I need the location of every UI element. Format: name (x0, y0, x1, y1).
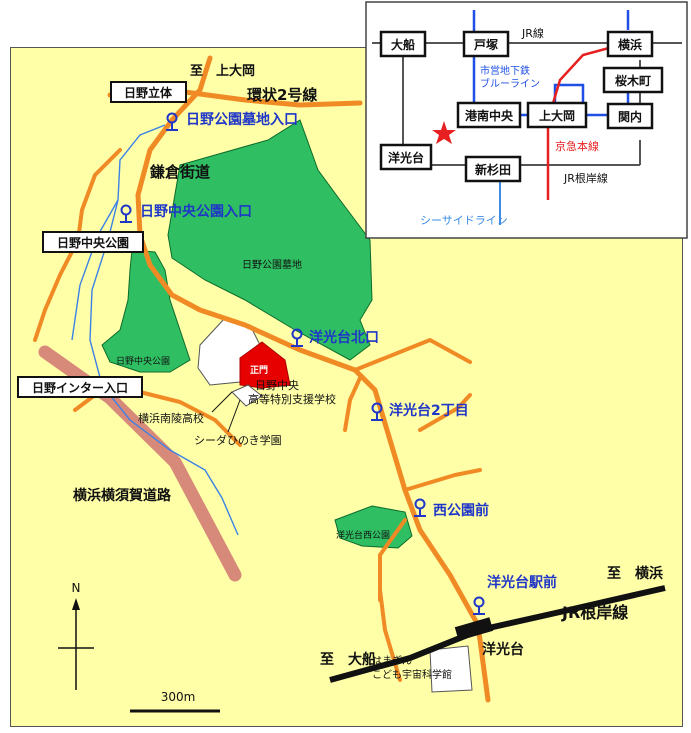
bus-stop-icon (473, 596, 485, 615)
school-location-star-icon (432, 121, 456, 144)
cedar-hinoki-label: シーダひのき学園 (194, 433, 282, 447)
yokodai-2chome-label: 洋光台2丁目 (389, 402, 469, 419)
river (89, 124, 239, 536)
hino-interchange-box (17, 376, 143, 398)
inset-sakuragicho: 桜木町 (615, 73, 651, 88)
north-arrow-icon (58, 598, 94, 690)
bus-stop-icon (166, 112, 178, 131)
hino-chuo-park-box-label: 日野中央公園 (57, 235, 129, 250)
nishi-koen-mae-label: 西公園前 (433, 502, 489, 519)
hamagin-science-museum (429, 645, 473, 693)
bus-stop-icon (371, 402, 383, 421)
inset-negishi: JR根岸線 (563, 171, 608, 185)
kamakura-kaido-road (135, 55, 491, 703)
scale-label: 300m (161, 690, 196, 704)
inset-konan-chuo: 港南中央 (465, 108, 514, 123)
cedar-hinoki-school (231, 384, 263, 407)
yokodai-nishi-park-label: 洋光台西公園 (336, 529, 390, 541)
inset-yokodai: 洋光台 (388, 150, 424, 165)
kamakura-kaido-label: 鎌倉街道 (149, 163, 210, 181)
inset-subway-1: 市営地下鉄 (480, 64, 530, 77)
road-east (418, 393, 472, 432)
hino-rittai-box (110, 81, 187, 103)
inset-kannai: 関内 (618, 109, 642, 124)
jr-negishi-label: JR根岸線 (561, 603, 628, 622)
road-south-2 (343, 376, 362, 432)
road-southeast (403, 468, 482, 492)
to-ofuna-label: 至 大船 (320, 651, 376, 668)
to-yokohama-label: 至 横浜 (607, 565, 663, 582)
river-branch (71, 199, 119, 341)
kanjo2-label: 環状2号線 (247, 86, 317, 104)
inset-subway-2: ブルーライン (480, 77, 540, 90)
road-northeast (353, 338, 472, 372)
yokohama-yokosuka-road-label: 横浜横須賀道路 (73, 487, 172, 504)
hino-cemetery-label: 日野公園墓地 (242, 258, 302, 271)
bus-stop-icon (120, 204, 132, 223)
inset-seaside: シーサイドライン (420, 214, 508, 227)
bus-stop-icon (414, 498, 426, 517)
hamagin-label-2: こども宇宙科学館 (372, 668, 452, 681)
yokodai-station-platform (454, 617, 494, 641)
inset-jr-line: JR線 (521, 26, 544, 40)
inset-ofuna: 大船 (391, 37, 415, 52)
hino-chuo-park-entrance-label: 日野中央公園入口 (140, 203, 252, 220)
hino-chuo-park-area (101, 249, 191, 373)
hino-chuo-park-box (42, 231, 144, 253)
inset-totsuka: 戸塚 (474, 38, 498, 52)
north-label: N (72, 581, 81, 595)
hino-cemetery-entrance-label: 日野公園墓地入口 (186, 111, 298, 128)
hino-interchange-label: 日野インター入口 (32, 381, 128, 395)
school-hino-label-2: 高等特別支援学校 (248, 392, 336, 406)
hino-chuo-park-label: 日野中央公園 (116, 355, 170, 367)
yokohama-minami-ryoryo-label: 横浜南陵高校 (138, 411, 204, 425)
inset-yokohama: 横浜 (618, 37, 642, 52)
hino-rittai-label: 日野立体 (124, 85, 173, 100)
inset-shinsugita: 新杉田 (475, 162, 511, 177)
inset-keikyu: 京急本線 (555, 139, 599, 153)
road-west-park (378, 518, 407, 602)
yokodai-station-label: 洋光台 (482, 641, 524, 658)
hino-cemetery-park (167, 119, 373, 361)
inset-kamiooka: 上大岡 (539, 108, 575, 123)
bus-stop-icon (291, 328, 303, 347)
inset-rail-map: 大船 戸塚 JR線 横浜 桜木町 関内 市営地下鉄 ブルーライン 港南中央 上大… (365, 1, 688, 239)
hino-chuo-support-school (239, 341, 291, 389)
to-kamiooka-label: 至 上大岡 (190, 63, 255, 79)
yokodai-station-mae-label: 洋光台駅前 (487, 574, 557, 591)
hamagin-label-1: はまぎん (372, 654, 412, 667)
school-hino-label-1: 日野中央 (255, 379, 299, 392)
yokodai-kitaguchi-label: 洋光台北口 (309, 329, 379, 346)
main-gate-label: 正門 (250, 365, 268, 376)
